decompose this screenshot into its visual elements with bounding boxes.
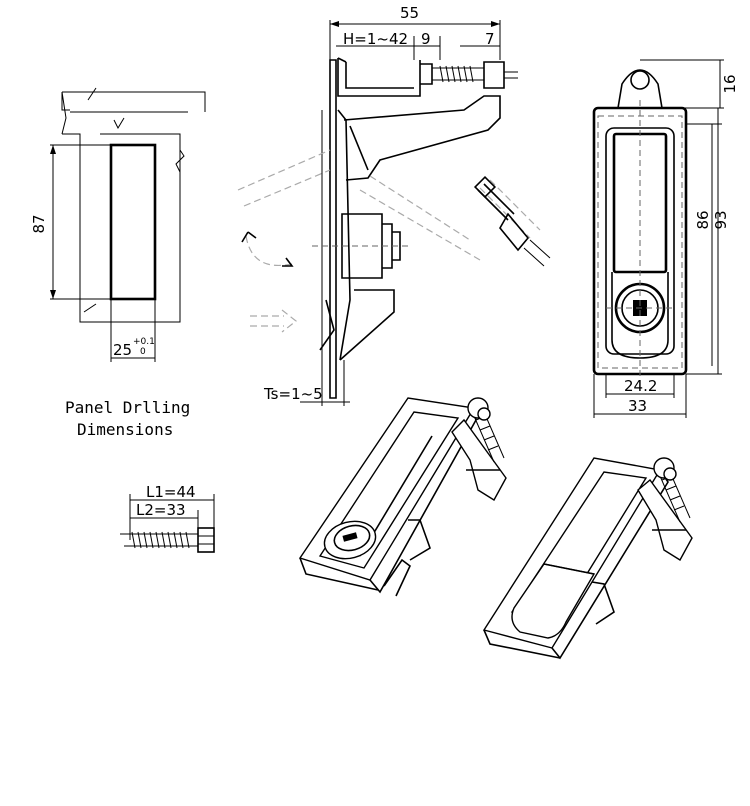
dim-9: 9 (421, 30, 431, 48)
dim-16: 16 (721, 74, 739, 93)
dim-ts: Ts=1~5 (263, 385, 323, 403)
iso-view-keylock (298, 397, 507, 597)
dim-33: 33 (628, 397, 647, 415)
dim-l2: L2=33 (136, 501, 186, 519)
dim-87: 87 (30, 214, 48, 233)
tol-upper: +0.1 (133, 337, 155, 347)
dim-l1: L1=44 (146, 483, 196, 501)
panel-drilling-title: Panel Drlling (65, 398, 190, 417)
dim-25: 25 (113, 341, 132, 359)
dim-h-range: H=1~42 (343, 30, 408, 48)
dim-24-2: 24.2 (624, 377, 657, 395)
front-view: 16 86 93 24.2 33 (592, 59, 739, 418)
panel-drilling-subtitle: Dimensions (77, 420, 173, 439)
dim-7: 7 (485, 30, 495, 48)
tol-lower: 0 (140, 347, 146, 357)
cutout-rectangle (109, 143, 157, 301)
dim-86: 86 (694, 210, 712, 229)
side-view: 55 H=1~42 9 7 (237, 4, 551, 406)
dim-93: 93 (712, 210, 730, 229)
dim-55: 55 (400, 4, 419, 22)
panel-cutout-view: 87 25 +0.1 0 (30, 87, 206, 362)
iso-view-plain (482, 457, 693, 660)
screw-length-view: L1=44 L2=33 (120, 483, 215, 553)
